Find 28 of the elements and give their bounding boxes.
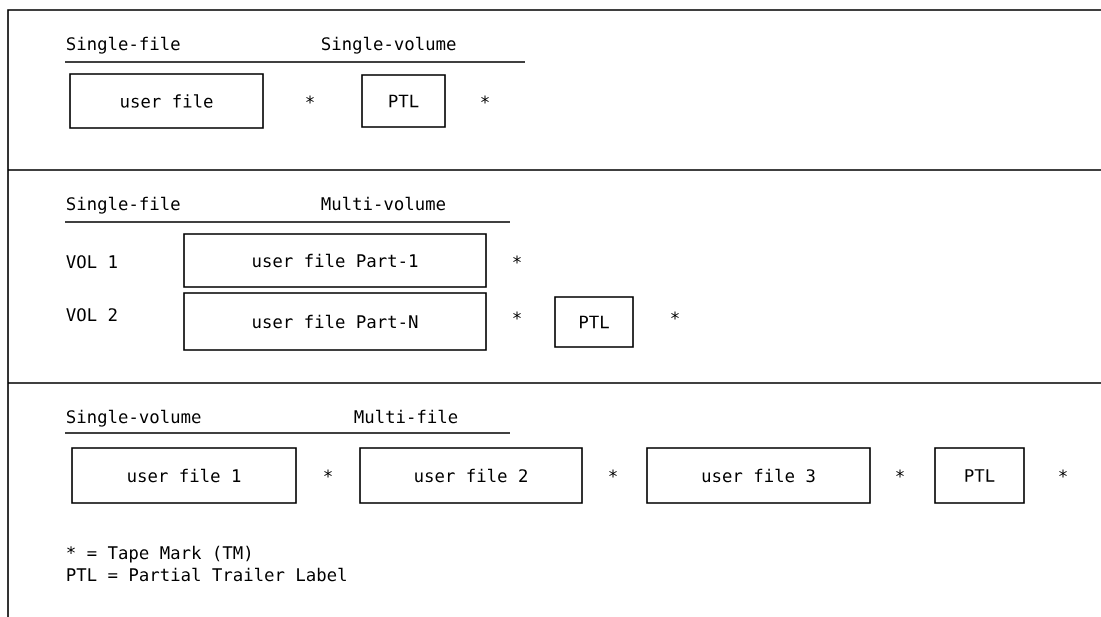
tape-mark: *	[1059, 469, 1067, 478]
label-text: VOL 2	[66, 308, 117, 322]
file-box: user file Part-N	[183, 292, 487, 351]
tape-mark: *	[609, 469, 617, 478]
file-box: PTL	[554, 296, 634, 348]
tape-mark: *	[324, 469, 332, 478]
section-heading: Multi-volume	[321, 196, 445, 211]
tape-mark: *	[306, 95, 314, 104]
file-box: PTL	[934, 447, 1025, 504]
file-box: user file	[69, 73, 264, 129]
section-heading: Multi-file	[354, 409, 458, 424]
section-heading: Single-file	[67, 36, 180, 54]
tape-mark: *	[481, 95, 489, 104]
file-box: user file 3	[646, 447, 871, 504]
section-heading: Single-file	[67, 196, 180, 214]
file-box: PTL	[361, 74, 446, 128]
label-text: * = Tape Mark (TM)	[67, 545, 251, 563]
file-box: user file Part-1	[183, 233, 487, 288]
section-heading: Single-volume	[322, 36, 456, 54]
tape-mark: *	[513, 255, 521, 264]
tape-mark: *	[896, 469, 904, 478]
tape-mark: *	[671, 311, 679, 320]
file-box: user file 2	[359, 447, 583, 504]
file-box: user file 1	[71, 447, 297, 504]
label-text: VOL 1	[66, 255, 117, 269]
tape-mark: *	[513, 311, 521, 320]
section-heading: Single-volume	[67, 409, 201, 427]
label-text: PTL = Partial Trailer Label	[67, 567, 346, 582]
